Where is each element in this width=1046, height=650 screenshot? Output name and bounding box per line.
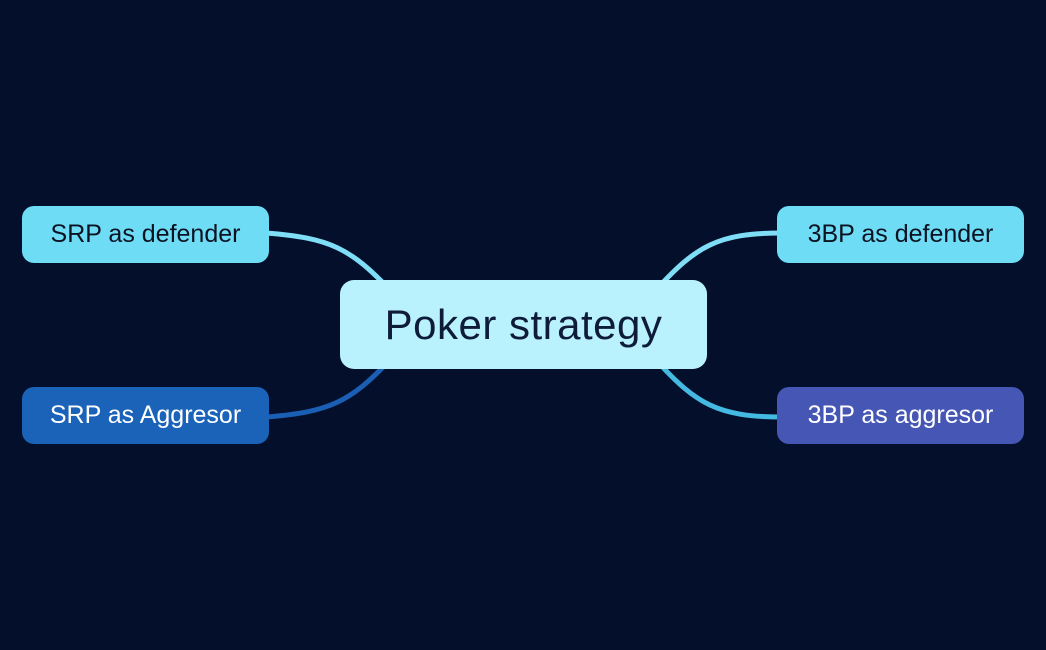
node-3bp-defender-label: 3BP as defender xyxy=(807,220,994,248)
node-srp-aggressor[interactable]: SRP as Aggresor xyxy=(22,387,269,444)
node-poker-strategy[interactable]: Poker strategy xyxy=(340,280,707,369)
node-3bp-defender[interactable]: 3BP as defender xyxy=(777,206,1024,263)
connector-srp-aggressor xyxy=(263,357,393,420)
node-srp-defender-label: SRP as defender xyxy=(50,220,241,248)
node-srp-aggressor-label: SRP as Aggresor xyxy=(49,401,242,429)
node-srp-defender[interactable]: SRP as defender xyxy=(22,206,269,263)
connector-3bp-aggressor xyxy=(653,357,785,420)
connector-srp-defender xyxy=(263,230,393,293)
connector-3bp-defender xyxy=(653,230,785,293)
node-poker-strategy-label: Poker strategy xyxy=(384,300,663,348)
node-3bp-aggressor-label: 3BP as aggresor xyxy=(807,401,994,429)
node-3bp-aggressor[interactable]: 3BP as aggresor xyxy=(777,387,1024,444)
